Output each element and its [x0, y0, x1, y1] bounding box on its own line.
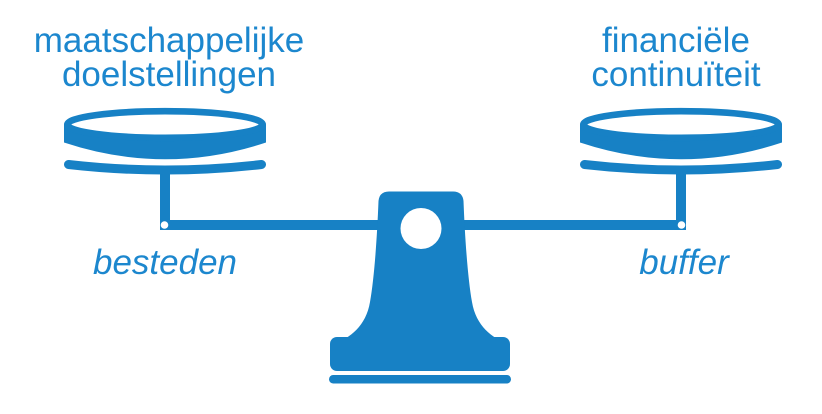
fulcrum-icon	[329, 191, 511, 384]
left-pan-title: maatschappelijke doelstellingen	[25, 21, 313, 94]
left-pan-caption: besteden	[92, 243, 238, 282]
fulcrum-base	[330, 337, 510, 371]
right-pan-title-line1: financiële	[602, 21, 750, 60]
left-pivot-dot	[160, 221, 169, 229]
fulcrum-foot-strip	[329, 375, 511, 384]
right-pan-disc-icon	[579, 107, 782, 175]
right-disc-rim	[579, 107, 782, 142]
left-pan-title-line1: maatschappelijke	[33, 21, 305, 60]
left-pan-title-line2: doelstellingen	[61, 55, 277, 94]
left-disc-rim	[64, 107, 266, 142]
right-pan-title: financiële continuïteit	[532, 21, 820, 94]
right-stem	[676, 171, 686, 223]
pivot-hole	[400, 208, 442, 249]
left-stem	[160, 171, 170, 223]
left-pan-disc-icon	[64, 107, 266, 175]
right-disc-bottom-band	[580, 160, 782, 175]
right-pan-caption: buffer	[639, 243, 729, 282]
right-pivot-dot	[677, 221, 686, 229]
fulcrum-tower	[334, 191, 508, 360]
right-pan-title-line2: continuïteit	[591, 55, 761, 94]
left-disc-bottom-band	[64, 160, 266, 175]
